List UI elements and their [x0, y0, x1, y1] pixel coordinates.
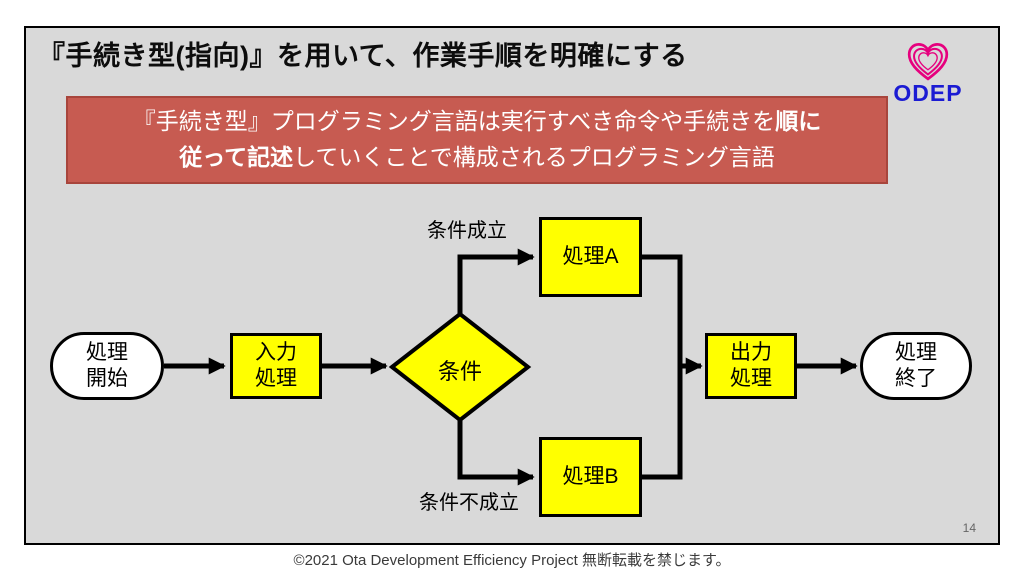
node-label: 処理A	[562, 244, 619, 268]
node-label: 出力	[730, 340, 772, 364]
node-label: 処理	[255, 367, 297, 390]
node-start-terminator: 処理 開始	[50, 332, 164, 400]
banner-line-1: 『手続き型』プログラミング言語は実行すべき命令や手続きを順に	[68, 104, 886, 140]
slide-title: 『手続き型(指向)』を用いて、作業手順を明確にする	[38, 41, 688, 71]
node-label: 開始	[86, 367, 128, 390]
edge-label-condition-false: 条件不成立	[419, 492, 519, 514]
edge-condition-to-process-b	[457, 418, 535, 486]
edge-process-a-to-output	[642, 254, 703, 375]
edge-condition-to-process-a	[457, 248, 535, 316]
banner-text: 『手続き型』プログラミング言語は実行すべき命令や手続きを	[132, 108, 776, 135]
page-number: 14	[962, 521, 976, 535]
node-label: 処理	[730, 367, 772, 390]
node-end-terminator: 処理 終了	[860, 332, 972, 400]
banner-text-bold: 順に	[775, 108, 822, 135]
flowchart: 処理 開始 入力 処理 条件 条件成立 条件不成立 処理A 処理B 出力 処理 …	[26, 28, 998, 543]
definition-banner: 『手続き型』プログラミング言語は実行すべき命令や手続きを順に 従って記述していく…	[66, 96, 888, 184]
node-process-a: 処理A	[539, 217, 642, 297]
node-label: 処理B	[562, 464, 619, 488]
footer-copyright: ©2021 Ota Development Efficiency Project…	[293, 552, 731, 569]
odep-heart-icon	[907, 43, 949, 81]
banner-text-bold: 従って記述	[179, 144, 294, 170]
flowchart-edges	[164, 248, 858, 486]
node-label: 入力	[255, 340, 297, 364]
node-label: 処理	[895, 340, 937, 364]
banner-text: していくことで構成されるプログラミング言語	[293, 144, 775, 170]
odep-logo: ODEP	[880, 36, 976, 107]
node-process-b: 処理B	[539, 437, 642, 517]
node-label: 処理	[86, 340, 128, 364]
node-condition-decision: 条件	[437, 359, 482, 384]
condition-diamond-shape	[388, 311, 532, 423]
node-label: 終了	[895, 367, 937, 390]
edge-process-b-to-output	[642, 366, 683, 480]
edge-label-condition-true: 条件成立	[427, 220, 507, 242]
slide: 『手続き型(指向)』を用いて、作業手順を明確にする ODEP 『手続き型』プログ…	[24, 26, 1000, 545]
node-input-process: 入力 処理	[230, 333, 322, 399]
banner-line-2: 従って記述していくことで構成されるプログラミング言語	[68, 140, 886, 176]
odep-logo-text: ODEP	[893, 80, 963, 106]
node-output-process: 出力 処理	[705, 333, 797, 399]
